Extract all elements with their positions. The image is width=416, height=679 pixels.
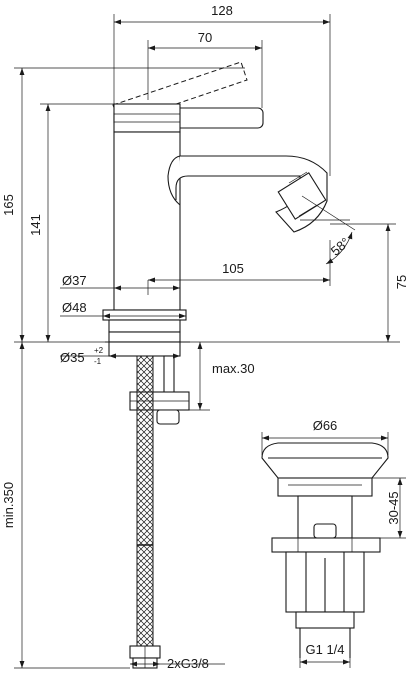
dim-max-thickness: max.30: [212, 361, 255, 376]
dim-height-total: 165: [1, 194, 16, 216]
dim-hose-length: min.350: [1, 482, 16, 528]
hoses: [129, 355, 190, 669]
dim-width-total: 128: [211, 3, 233, 18]
dim-body-diameter: Ø37: [62, 273, 87, 288]
dim-hole-diameter: Ø35: [60, 350, 85, 365]
dim-base-diameter: Ø48: [62, 300, 87, 315]
dim-height-spout: 141: [28, 214, 43, 236]
dim-spout-angle: 58°: [328, 234, 353, 258]
dim-outlet-height: 75: [394, 275, 409, 289]
dim-hole-tol-plus: +2: [94, 346, 104, 355]
mixer-body: [102, 61, 328, 357]
dimension-lines: [14, 14, 406, 669]
dim-waste-stroke: 30-45: [386, 491, 401, 524]
dim-lever-reach: 70: [198, 30, 212, 45]
dim-hole-tol-minus: -1: [94, 357, 102, 366]
dim-hose-connection: 2xG3/8: [167, 656, 209, 671]
dim-waste-thread: G1 1/4: [305, 642, 344, 657]
dim-spout-projection: 105: [222, 261, 244, 276]
waste-fitting: [261, 442, 389, 658]
dim-waste-diameter: Ø66: [313, 418, 338, 433]
dimension-labels: 128 70 165 141 105 58° 75 Ø37 Ø48 Ø35 +2…: [1, 3, 409, 671]
